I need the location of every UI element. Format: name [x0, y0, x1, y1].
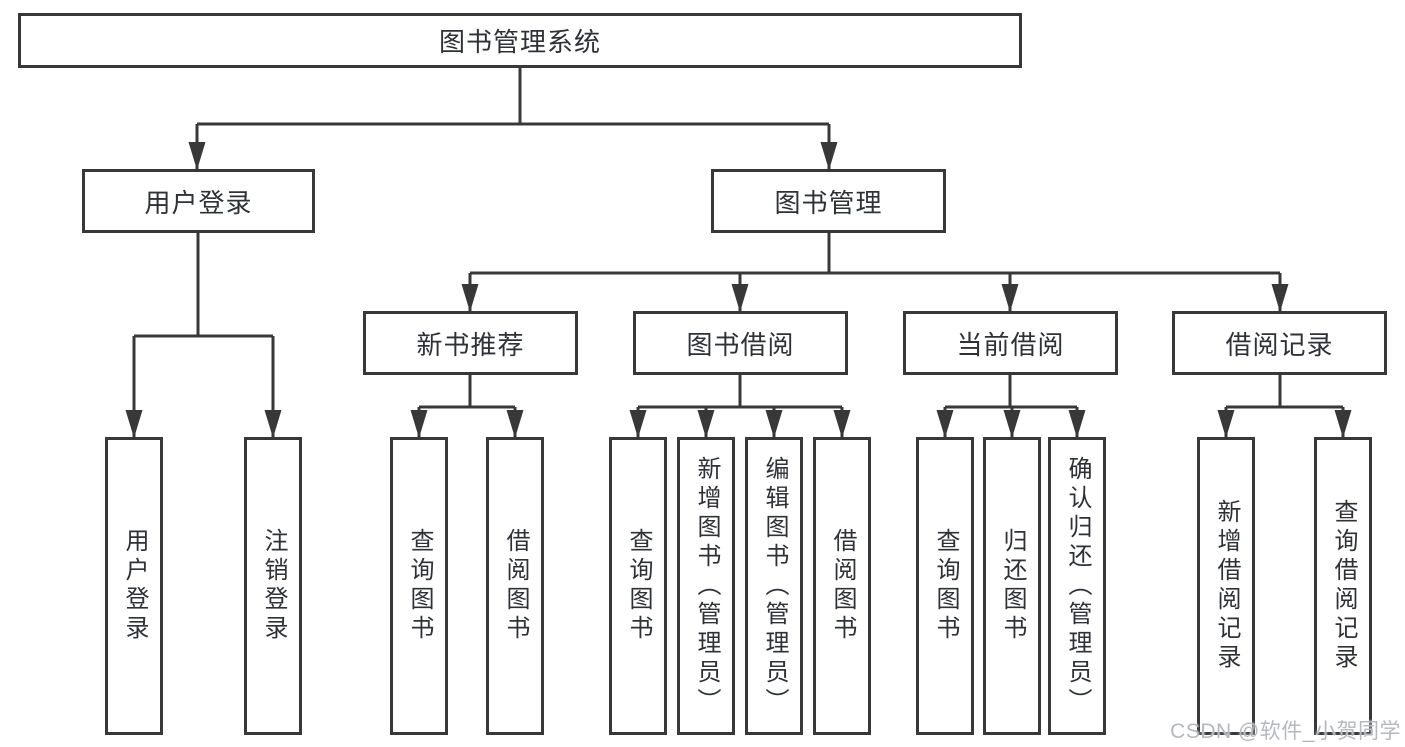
leaf-label: 查询图书: [406, 528, 433, 644]
leaf-user-login: 用户登录: [105, 437, 163, 735]
leaf-borrow-books: 借阅图书: [486, 437, 544, 735]
node-book-borrowing: 图书借阅: [633, 311, 848, 375]
node-new-book-recommend: 新书推荐: [363, 311, 578, 375]
leaf-label: 新增借阅记录: [1213, 499, 1240, 673]
leaf-label: 确认归还（管理员）: [1064, 455, 1091, 717]
leaf-add-books-admin: 新增图书（管理员）: [677, 437, 735, 735]
leaf-confirm-return-admin: 确认归还（管理员）: [1048, 437, 1106, 735]
node-current-borrowing: 当前借阅: [903, 311, 1118, 375]
leaf-label: 借阅图书: [502, 528, 529, 644]
leaf-label: 查询图书: [932, 528, 959, 644]
leaf-label: 查询借阅记录: [1330, 499, 1357, 673]
leaf-borrow-books: 借阅图书: [813, 437, 871, 735]
leaf-label: 用户登录: [121, 528, 148, 644]
csdn-watermark: CSDN @软件_小贺同学: [1170, 720, 1401, 743]
leaf-label: 借阅图书: [829, 528, 856, 644]
node-borrow-records: 借阅记录: [1172, 311, 1387, 375]
leaf-query-books: 查询图书: [390, 437, 448, 735]
leaf-add-borrow-record: 新增借阅记录: [1197, 437, 1255, 735]
node-book-management: 图书管理: [711, 169, 946, 233]
leaf-label: 注销登录: [260, 528, 287, 644]
node-root-system: 图书管理系统: [18, 13, 1022, 68]
tree-wires: [134, 68, 1343, 409]
arrow-connectors: [125, 124, 1352, 438]
leaf-logout: 注销登录: [244, 437, 302, 735]
leaf-label: 新增图书（管理员）: [693, 455, 720, 717]
leaf-label: 编辑图书（管理员）: [761, 455, 788, 717]
leaf-label: 查询图书: [625, 528, 652, 644]
leaf-label: 归还图书: [999, 528, 1026, 644]
node-user-login: 用户登录: [82, 169, 315, 233]
leaf-query-borrow-record: 查询借阅记录: [1314, 437, 1372, 735]
leaf-query-books: 查询图书: [609, 437, 667, 735]
leaf-edit-books-admin: 编辑图书（管理员）: [745, 437, 803, 735]
leaf-return-books: 归还图书: [983, 437, 1041, 735]
leaf-query-books: 查询图书: [916, 437, 974, 735]
